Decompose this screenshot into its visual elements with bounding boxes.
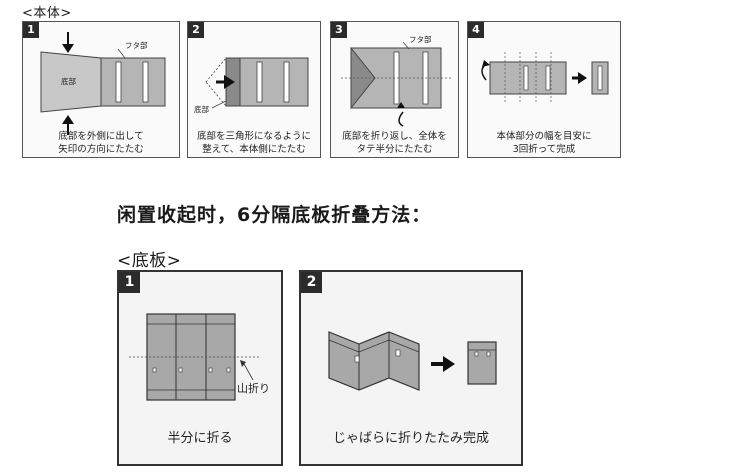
main-heading: 闲置收起时，6分隔底板折叠方法： [117,204,432,226]
lid-label: フタ部 [409,35,432,44]
board-step-panel-2: 2 じゃばらに折りたたみ完成 [299,270,523,466]
bottom-label: 底部 [61,77,76,86]
caption-line: 矢印の方向にたたむ [58,144,144,155]
right-arrow-icon [431,356,455,372]
step-number-badge: 2 [188,22,204,38]
step-number-badge: 4 [468,22,484,38]
caption-line: 底部を三角形になるように [196,131,311,142]
step-caption: じゃばらに折りたたみ完成 [332,431,489,446]
board-step-panel-1: 1 山折り 半分に折る [117,270,283,466]
lid-panel-shape [239,57,309,107]
zigzag-board-shape [328,331,420,391]
step-caption: 本体部分の幅を目安に 3回折って完成 [468,130,620,156]
step-caption: 底部を外側に出して 矢印の方向にたたむ [23,130,179,156]
step-caption: 半分に折る [167,431,233,446]
board-step-1-illustration [129,313,259,401]
caption-line: 整えて、本体側にたたむ [202,144,306,155]
mountain-fold-label: 山折り [237,382,270,395]
folded-board-shape [467,341,497,385]
caption-line: 底部を折り返し、全体を [342,131,447,142]
step-number-badge: 3 [331,22,347,38]
step-4-illustration [481,52,609,104]
step-1-illustration [40,32,166,135]
section-label-body: <本体> [22,6,72,21]
step-panel-4: 4 本体部分の幅を目安に 3回折って完成 [467,21,621,158]
step-panel-1: 1 フタ部 底部 底部を外側に出して 矢印の方向にたたむ [22,21,180,158]
right-arrow-icon [216,75,235,89]
caption-line: タテ半分にたたむ [356,144,433,155]
step-number-badge: 1 [119,272,140,293]
step-2-illustration [205,56,309,109]
caption-line: 3回折って完成 [512,144,576,155]
caption-line: 底部を外側に出して [58,131,144,142]
step-number-badge: 2 [301,272,322,293]
step-panel-3: 3 フタ部 底部を折り返し、全体を タテ半分にたたむ [330,21,459,158]
right-arrow-icon [572,72,587,84]
step-3-illustration [341,41,451,127]
step-caption: 底部を三角形になるように 整えて、本体側にたたむ [188,130,320,156]
step-number-badge: 1 [23,22,39,38]
step-panel-2: 2 底部 底部を三角形になるように 整えて、本体側にたたむ [187,21,321,158]
section-label-board: <底板> [117,251,182,271]
up-arrow-icon [62,115,74,135]
lid-label: フタ部 [125,41,148,50]
board-step-2-illustration [328,331,497,391]
step-caption: 底部を折り返し、全体を タテ半分にたたむ [331,130,458,156]
caption-line: 本体部分の幅を目安に [496,131,592,142]
bottom-label: 底部 [194,105,209,114]
curved-arrow-icon [398,111,404,127]
down-arrow-icon [62,32,74,53]
lid-panel-shape [100,57,166,107]
